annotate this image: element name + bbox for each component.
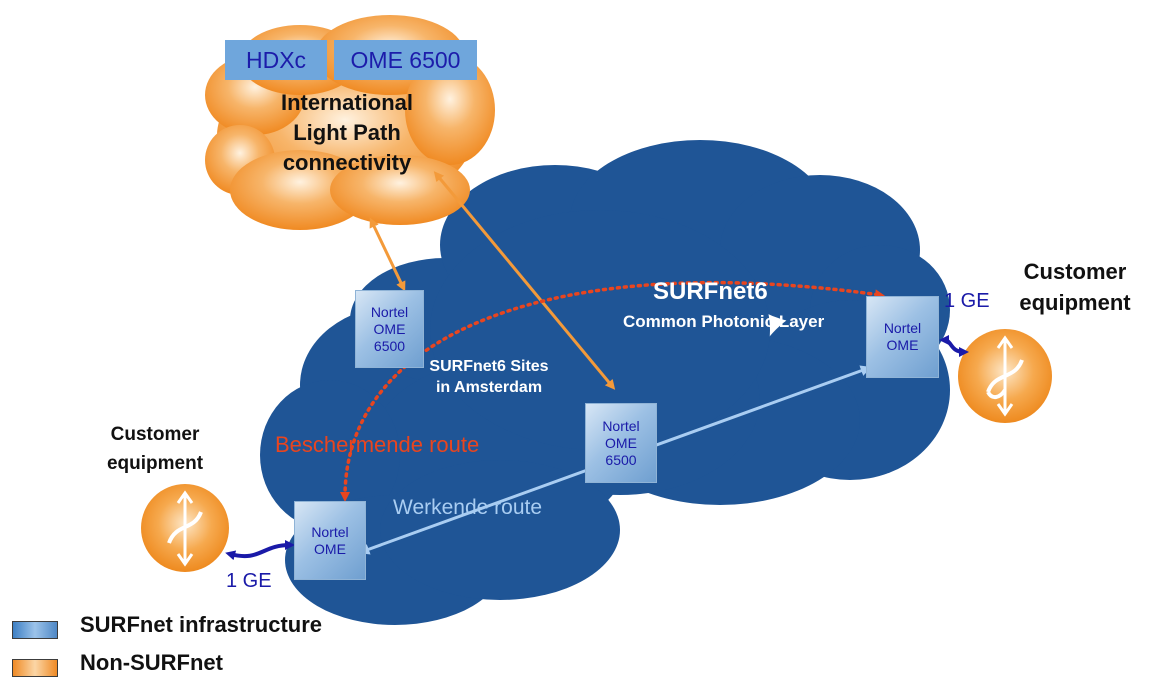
customer-equipment-right-label: Customer equipment: [1005, 256, 1145, 318]
node-line: Nortel: [370, 303, 409, 320]
customer-left-line-2: equipment: [106, 453, 204, 474]
tag-hdxc: HDXc: [225, 40, 327, 80]
node-nortel-ome-6500-center: Nortel OME 6500: [585, 403, 657, 483]
node-nortel-ome-right: Nortel OME: [866, 296, 939, 378]
intl-title-line-3: connectivity: [282, 150, 412, 175]
legend-swatch-non-surfnet: [12, 659, 58, 677]
protect-route-label: Beschermende route: [275, 432, 480, 457]
customer-equipment-right-icon: [958, 329, 1052, 423]
customer-equipment-left-icon: [141, 484, 229, 572]
node-line: Nortel: [883, 320, 922, 336]
customer-left-line-1: Customer: [110, 424, 200, 445]
protect-route-line: [340, 280, 885, 502]
legend-label-surfnet: SURFnet infrastructure: [80, 612, 323, 637]
surfnet-sites-label: SURFnet6 Sites in Amsterdam: [424, 356, 554, 398]
ge-label-left: 1 GE: [226, 570, 272, 592]
ge-link-right: [939, 335, 969, 357]
customer-right-line-1: Customer: [1023, 259, 1127, 284]
surfnet-cloud-title: SURFnet6: [653, 278, 768, 305]
node-line: 6500: [373, 337, 406, 354]
sites-line-1: SURFnet6 Sites: [429, 358, 549, 375]
node-line: OME: [314, 540, 346, 557]
node-line: OME: [605, 434, 637, 451]
sites-line-2: in Amsterdam: [435, 379, 543, 396]
node-nortel-ome-bottom-left: Nortel OME: [294, 501, 366, 580]
intl-title-line-1: International: [280, 90, 413, 115]
ge-link-left: [225, 540, 295, 561]
tag-ome-6500: OME 6500: [334, 40, 477, 80]
node-line: 6500: [605, 451, 637, 468]
customer-equipment-left-label: Customer equipment: [90, 420, 220, 478]
node-line: OME: [373, 320, 406, 337]
intl-title-line-2: Light Path: [293, 120, 401, 145]
ge-label-right: 1 GE: [944, 290, 990, 312]
node-nortel-ome-6500-left: Nortel OME 6500: [355, 290, 424, 368]
international-cloud: [205, 15, 495, 230]
node-line: Nortel: [602, 417, 640, 434]
customer-right-line-2: equipment: [1019, 290, 1131, 315]
legend-label-non-surfnet: Non-SURFnet: [80, 650, 223, 675]
node-line: OME: [886, 337, 919, 353]
node-line: Nortel: [311, 523, 349, 540]
link-intl-to-node-left: [369, 217, 406, 292]
work-route-label: Werkende route: [393, 496, 543, 519]
international-cloud-title: International Light Path connectivity: [262, 88, 432, 178]
legend-swatch-surfnet: [12, 621, 58, 639]
surfnet-cloud-subtitle: Common Photonic Layer: [623, 312, 825, 331]
